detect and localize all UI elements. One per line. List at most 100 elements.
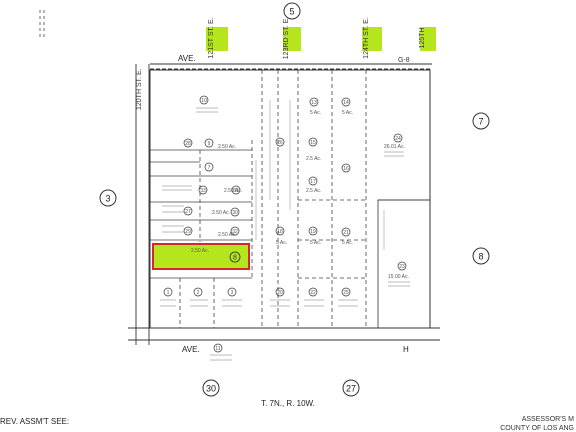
svg-text:11: 11	[215, 346, 220, 352]
parcel-25: 25	[341, 287, 351, 297]
adjacent-page-top[interactable]: 5	[283, 2, 301, 20]
parcel-32: 32	[230, 226, 240, 236]
area-label: 5 Ac.	[310, 110, 321, 116]
acreage-labels: 2.50 Ac. 2.50 Ac. 2.50 Ac. 2.50 Ac. 5 Ac…	[212, 110, 409, 280]
parcel-16: 16	[341, 163, 351, 173]
parcel-27: 27	[183, 206, 193, 216]
top-avenue-suffix: G-8	[398, 57, 410, 64]
parcel-26: 26	[275, 137, 285, 147]
svg-text:21: 21	[343, 230, 349, 236]
svg-text:30: 30	[206, 384, 216, 394]
block-boundary	[149, 69, 431, 329]
parcel-14: 14	[341, 97, 351, 107]
svg-text:16: 16	[343, 166, 349, 172]
parcel-24: 24	[393, 133, 403, 143]
parcel-11: 11	[213, 343, 223, 353]
parcel-17: 17	[308, 176, 318, 186]
area-label: 2.5 Ac.	[306, 188, 321, 194]
svg-text:28: 28	[185, 141, 191, 147]
svg-text:3: 3	[231, 290, 234, 296]
parcel-lines-vertical	[179, 70, 367, 328]
street-124th-label: 124TH ST. E.	[363, 17, 370, 59]
easement-lines	[255, 100, 385, 250]
top-avenue-lines	[150, 63, 432, 70]
parcel-31: 31	[231, 185, 241, 195]
svg-text:14: 14	[343, 100, 349, 106]
highlighted-parcel[interactable]: 2.50 Ac. 8	[152, 243, 250, 270]
left-street-lines	[135, 64, 150, 345]
street-stubs-top	[39, 10, 45, 40]
area-label: 5 Ac.	[342, 240, 353, 246]
footer-left: REV. ASSM'T SEE:	[0, 417, 69, 426]
svg-text:17: 17	[310, 179, 316, 185]
area-label: 15.00 Ac.	[388, 274, 409, 280]
area-label: 2.5 Ac.	[306, 156, 321, 162]
svg-text:7: 7	[478, 117, 483, 127]
svg-text:2: 2	[197, 290, 200, 296]
parcel-28: 28	[183, 138, 193, 148]
svg-text:32: 32	[232, 229, 238, 235]
area-label: 2.50 Ac.	[218, 144, 236, 150]
bottom-avenue-suffix: H	[403, 345, 409, 354]
parcel-10: 10	[199, 95, 209, 105]
svg-text:24: 24	[395, 136, 401, 142]
parcel-30: 30	[230, 207, 240, 217]
svg-text:7: 7	[208, 165, 211, 171]
street-123rd-label: 123RD ST. E.	[283, 17, 290, 59]
parcel-21: 21	[341, 227, 351, 237]
svg-text:33: 33	[200, 188, 206, 194]
parcel-numbers: 10 9 7 33 31 27 30 29 32 1 2 3 13 14 15 …	[163, 95, 407, 353]
svg-text:26: 26	[277, 140, 283, 146]
svg-text:27: 27	[185, 209, 191, 215]
street-125th-label: 125TH	[419, 27, 426, 48]
area-label: 26.01 Ac.	[384, 144, 405, 150]
svg-text:23: 23	[399, 264, 405, 270]
parcel-29: 29	[183, 226, 193, 236]
dimension-marks	[160, 107, 410, 361]
street-121st-label: 121ST ST. E.	[208, 17, 215, 58]
adjacent-page-left[interactable]: 3	[99, 189, 117, 207]
svg-text:27: 27	[346, 384, 356, 394]
svg-text:22: 22	[310, 290, 316, 296]
parcel-13: 13	[309, 97, 319, 107]
township-label: T. 7N., R. 10W.	[261, 399, 315, 408]
adjacent-page-right-lower[interactable]: 8	[472, 247, 490, 265]
top-avenue-label: AVE.	[178, 54, 196, 63]
svg-text:29: 29	[185, 229, 191, 235]
parcel-3: 3	[227, 287, 237, 297]
parcel-9: 9	[204, 138, 214, 148]
parcel-2: 2	[193, 287, 203, 297]
svg-text:10: 10	[201, 98, 207, 104]
svg-text:3: 3	[105, 194, 110, 204]
top-street-labels: 121ST ST. E. 123RD ST. E. 124TH ST. E. 1…	[206, 17, 436, 59]
parcel-7: 7	[204, 162, 214, 172]
highlighted-parcel-number: 8	[233, 255, 237, 262]
area-label: 5 Ac.	[310, 240, 321, 246]
adjacent-page-bottom-right[interactable]: 27	[342, 379, 360, 397]
area-label: 2.50 Ac.	[224, 188, 242, 194]
bottom-avenue-label: AVE.	[182, 345, 200, 354]
svg-text:30: 30	[232, 210, 238, 216]
bottom-avenue-lines	[128, 327, 440, 341]
adjacent-page-top-label: 5	[289, 7, 294, 17]
area-label: 2.50 Ac.	[218, 232, 236, 238]
highlighted-parcel-area: 2.50 Ac.	[191, 248, 209, 254]
adjacent-page-right-upper[interactable]: 7	[472, 112, 490, 130]
svg-text:20: 20	[277, 290, 283, 296]
parcel-right-large	[377, 199, 431, 329]
parcel-20: 20	[275, 287, 285, 297]
svg-text:8: 8	[478, 252, 483, 262]
parcel-23: 23	[397, 261, 407, 271]
adjacent-page-bottom-left[interactable]: 30	[202, 379, 220, 397]
svg-text:15: 15	[310, 140, 316, 146]
parcel-18: 18	[275, 226, 285, 236]
svg-text:1: 1	[167, 290, 170, 296]
area-label: 5 Ac.	[276, 240, 287, 246]
parcel-22: 22	[308, 287, 318, 297]
svg-text:13: 13	[311, 100, 317, 106]
svg-text:9: 9	[208, 141, 211, 147]
area-label: 2.50 Ac.	[212, 210, 230, 216]
left-street-label: 120TH ST. E.	[136, 68, 143, 110]
parcel-1: 1	[163, 287, 173, 297]
